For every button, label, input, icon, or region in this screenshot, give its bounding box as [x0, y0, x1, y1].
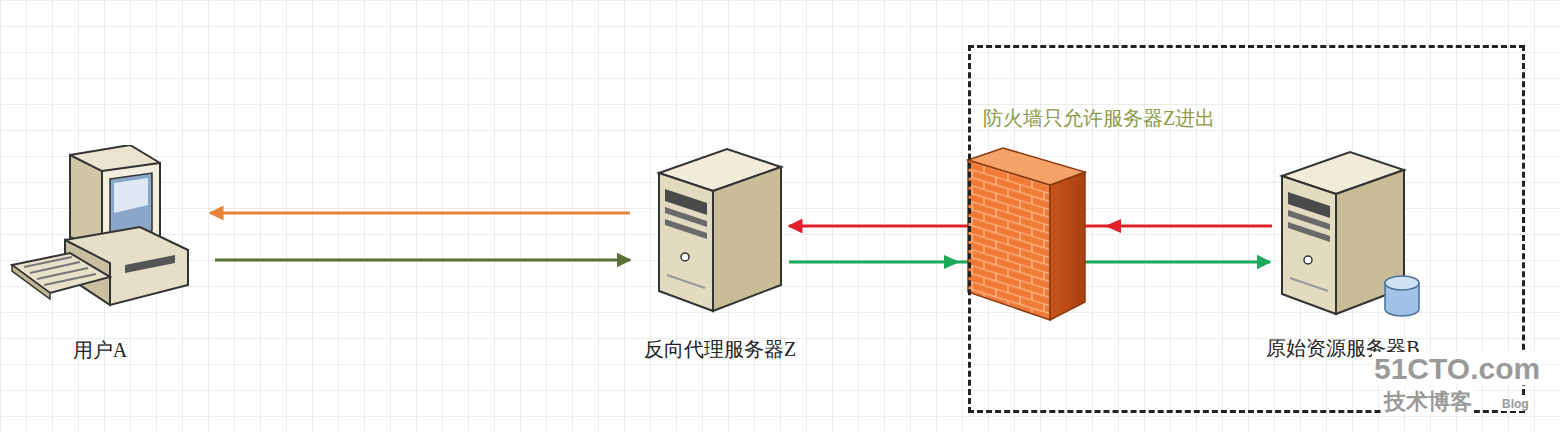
user-computer: 用户A [10, 145, 190, 362]
node-label: 用户A [73, 338, 127, 362]
flow-arrow [210, 212, 630, 215]
watermark: Blog [1500, 398, 1531, 411]
watermark: 技术博客 [1382, 390, 1474, 414]
zone-heading: 防火墙只允许服务器Z进出 [983, 106, 1215, 130]
server-icon [655, 145, 785, 319]
flow-arrow [215, 259, 630, 262]
server-node: 反向代理服务器Z [620, 145, 820, 361]
server-icon [1278, 148, 1408, 322]
computer-icon [10, 145, 190, 314]
server-node: 原始资源服务器B [1243, 148, 1443, 360]
node-label: 反向代理服务器Z [644, 337, 796, 361]
watermark: 51CTO.com [1372, 352, 1542, 385]
